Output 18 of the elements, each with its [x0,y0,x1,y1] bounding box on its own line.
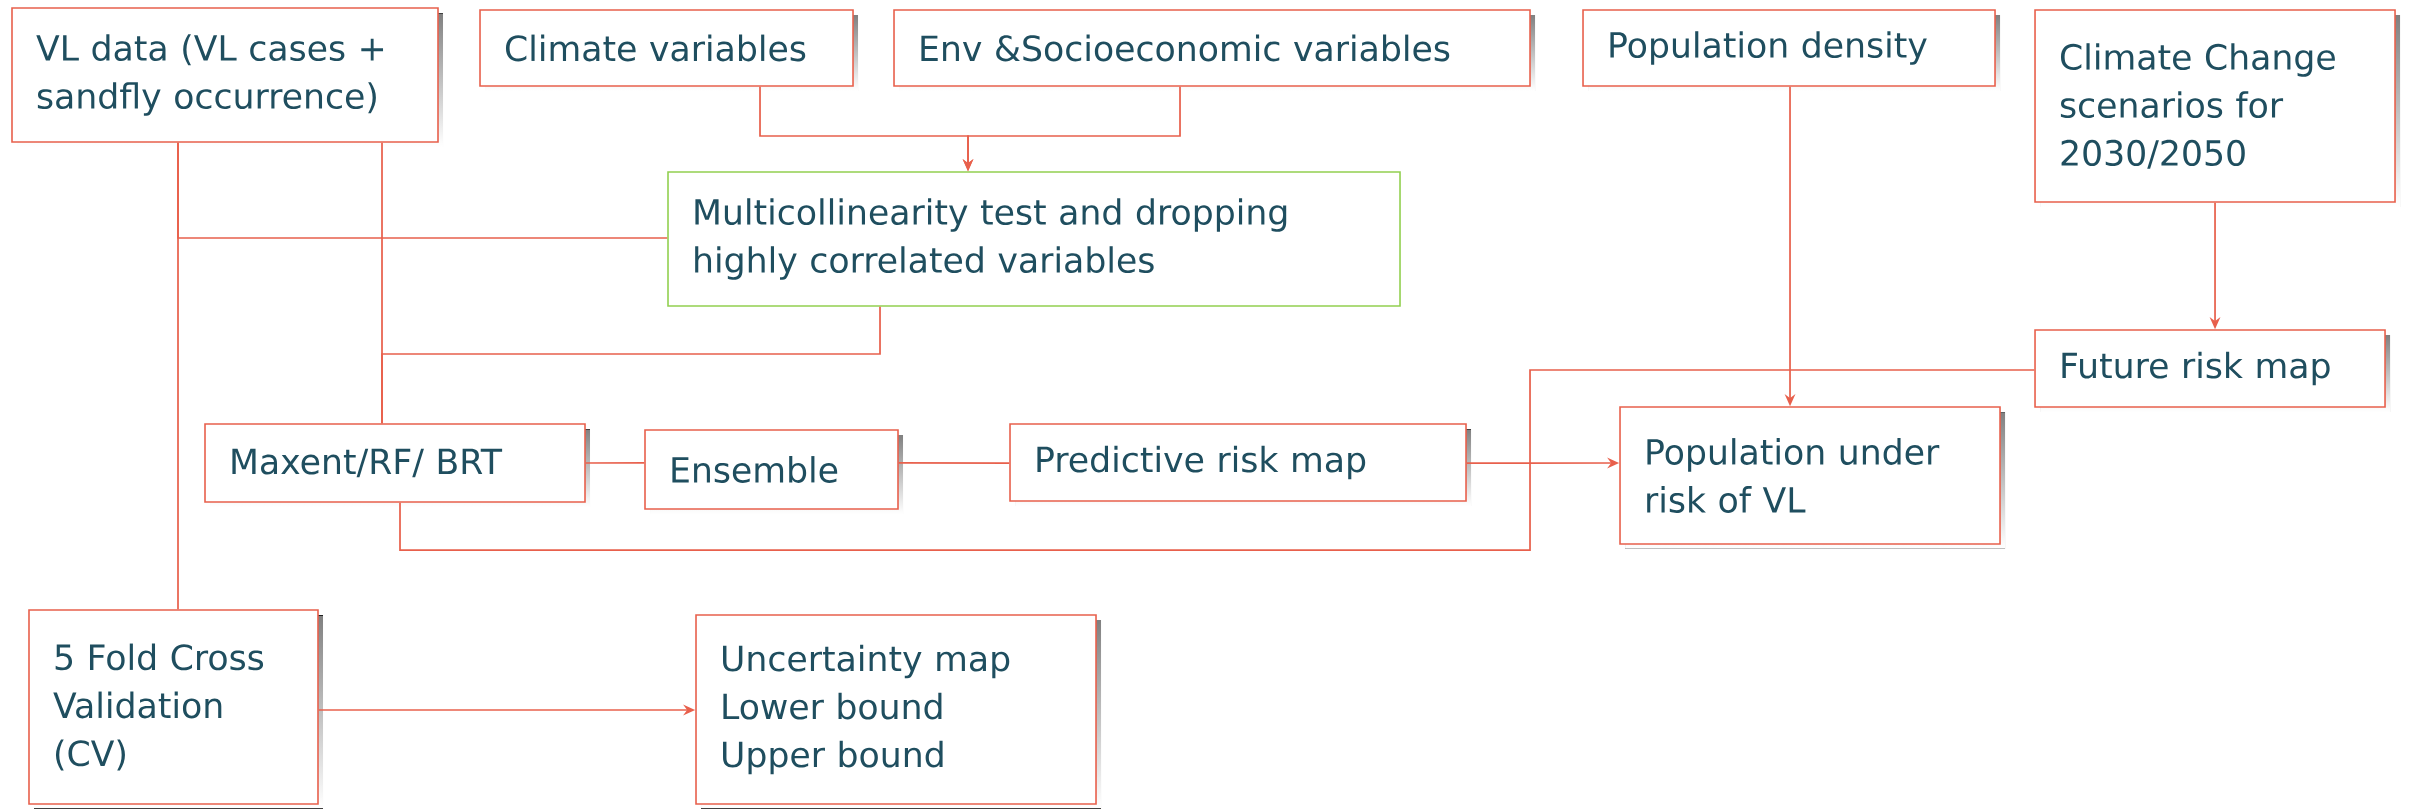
process-box: Population density [1582,9,2001,91]
process-box: Population under risk of VL [1619,406,2006,549]
connector [177,141,179,611]
process-box: Future risk map [2034,329,2391,412]
process-box: Env &Socioeconomic variables [893,9,1535,91]
connector [399,369,2036,551]
process-box: Climate Change scenarios for 2030/2050 [2034,9,2401,207]
process-box: Uncertainty map Lower bound Upper bound [695,614,1101,809]
process-box: Maxent/RF/ BRT [204,423,590,507]
process-box: Climate variables [479,9,858,91]
process-box: Predictive risk map [1009,423,1471,506]
process-box: VL data (VL cases + sandfly occurrence) [11,7,443,147]
process-box: 5 Fold Cross Validation (CV) [28,609,323,809]
process-box: Multicollinearity test and dropping highly correlated variables [667,171,1401,307]
connector [381,305,881,425]
connector [897,462,1011,464]
connector [584,462,646,464]
process-box: Ensemble [644,429,903,514]
